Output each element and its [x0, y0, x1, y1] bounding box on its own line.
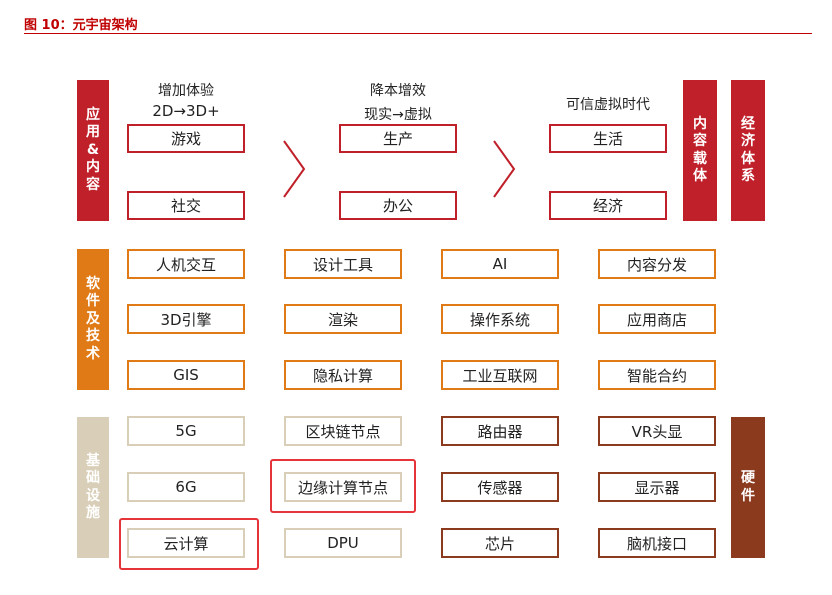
economy-bar: 经济体系 — [731, 80, 765, 221]
layer-app-content-bar: 应用&内容 — [77, 80, 109, 221]
sw-box-hci: 人机交互 — [127, 249, 245, 279]
infra-box-5g: 5G — [127, 416, 245, 446]
app-col2-header2: 现实→虚拟 — [364, 107, 432, 123]
sw-box-3d-engine: 3D引擎 — [127, 304, 245, 334]
app-box-office: 办公 — [339, 191, 457, 220]
layer-app-content-label: 应用&内容 — [86, 106, 100, 193]
hardware-bar: 硬件 — [731, 417, 765, 558]
infra-box-6g: 6G — [127, 472, 245, 502]
chevron-right-icon — [493, 140, 516, 198]
caption-divider — [24, 33, 812, 34]
content-carrier-bar: 内容载体 — [683, 80, 717, 221]
chevron-right-icon — [283, 140, 306, 198]
app-col1-header1: 增加体验 — [158, 83, 214, 99]
sw-box-app-store: 应用商店 — [598, 304, 716, 334]
app-col1-header2: 2D→3D+ — [152, 102, 220, 120]
layer-software-tech-bar: 软件及技术 — [77, 249, 109, 390]
infra-box-dpu: DPU — [284, 528, 402, 558]
highlight-cloud-computing — [119, 518, 259, 570]
infra-box-cloud-computing: 云计算 — [127, 528, 245, 558]
sw-box-design-tools: 设计工具 — [284, 249, 402, 279]
app-col2-header1: 降本增效 — [370, 83, 426, 99]
sw-box-industrial-internet: 工业互联网 — [441, 360, 559, 390]
infra-box-vr-headset: VR头显 — [598, 416, 716, 446]
app-box-economy: 经济 — [549, 191, 667, 220]
layer-software-tech-label: 软件及技术 — [86, 275, 100, 362]
sw-box-gis: GIS — [127, 360, 245, 390]
sw-box-privacy-computing: 隐私计算 — [284, 360, 402, 390]
app-box-game: 游戏 — [127, 124, 245, 153]
infra-box-bci: 脑机接口 — [598, 528, 716, 558]
infra-box-router: 路由器 — [441, 416, 559, 446]
infra-box-display: 显示器 — [598, 472, 716, 502]
infra-box-blockchain-node: 区块链节点 — [284, 416, 402, 446]
figure-caption: 图 10：元宇宙架构 — [24, 18, 138, 33]
infra-box-sensor: 传感器 — [441, 472, 559, 502]
layer-infrastructure-label: 基础设施 — [86, 452, 100, 522]
content-carrier-label: 内容载体 — [693, 115, 707, 185]
sw-box-content-distribution: 内容分发 — [598, 249, 716, 279]
infra-box-chip: 芯片 — [441, 528, 559, 558]
sw-box-os: 操作系统 — [441, 304, 559, 334]
app-col3-header1: 可信虚拟时代 — [566, 97, 650, 113]
layer-infrastructure-bar: 基础设施 — [77, 417, 109, 558]
app-box-production: 生产 — [339, 124, 457, 153]
sw-box-smart-contract: 智能合约 — [598, 360, 716, 390]
highlight-edge-computing — [270, 459, 416, 513]
app-box-social: 社交 — [127, 191, 245, 220]
hardware-label: 硬件 — [741, 470, 755, 504]
economy-label: 经济体系 — [741, 115, 755, 185]
sw-box-rendering: 渲染 — [284, 304, 402, 334]
infra-box-edge-computing-node: 边缘计算节点 — [284, 472, 402, 502]
sw-box-ai: AI — [441, 249, 559, 279]
app-box-life: 生活 — [549, 124, 667, 153]
